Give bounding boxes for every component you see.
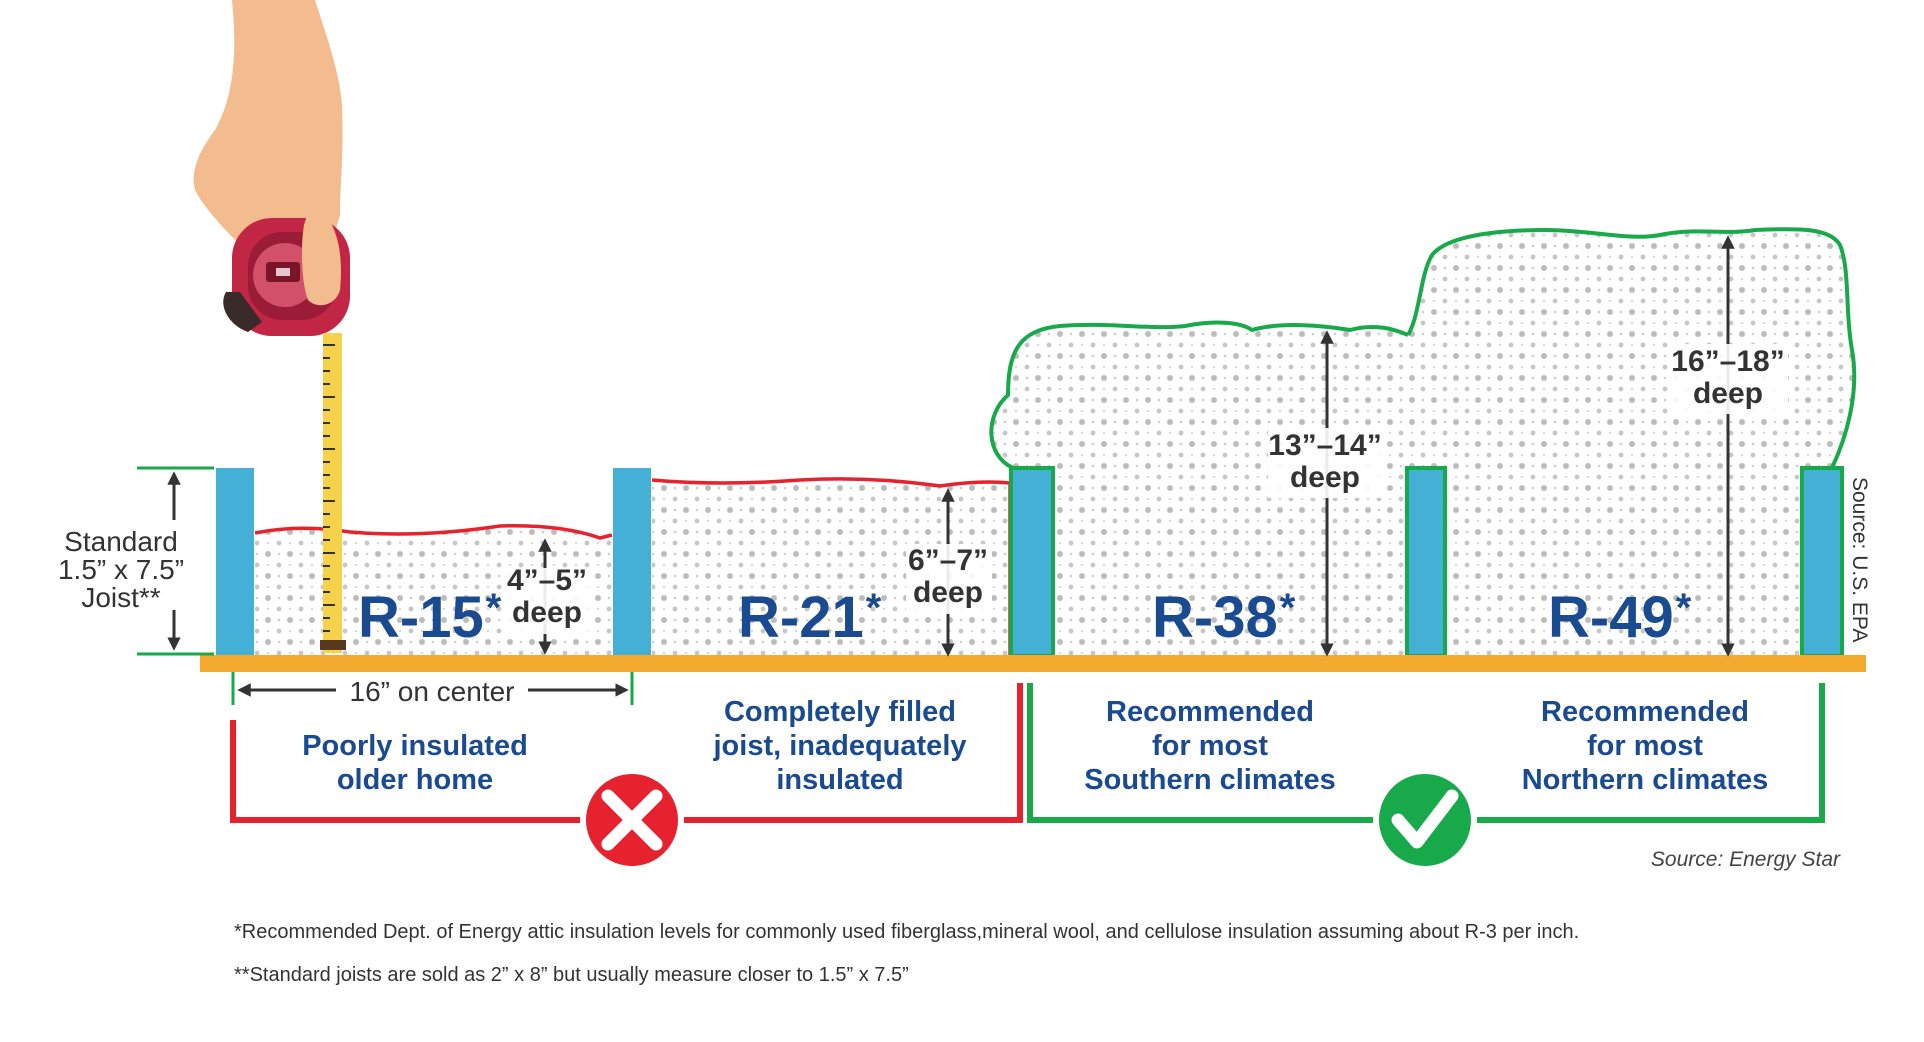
insulation-r49 xyxy=(1406,227,1857,655)
joist-3 xyxy=(1009,466,1055,658)
caption-r15-line-1: Poorly insulated xyxy=(302,730,528,762)
depth-r49-line-2: deep xyxy=(1693,377,1763,410)
joist-5 xyxy=(1800,466,1844,658)
tape-measure-hand-icon xyxy=(193,0,350,653)
insulation-r38-outline xyxy=(989,320,1409,470)
insulation-r21-outline xyxy=(651,477,1012,655)
depth-r21-line-1: 6”–7” xyxy=(908,544,988,577)
depth-r15-line-1: 4”–5” xyxy=(507,564,587,597)
source-epa: Source: U.S. EPA xyxy=(1848,477,1871,642)
insulation-r49-outline xyxy=(1406,227,1857,469)
depth-r49-line-1: 16”–18” xyxy=(1671,345,1784,378)
r-value-r49: R-49* xyxy=(1548,585,1692,650)
depth-r15-line-2: deep xyxy=(512,596,582,629)
insulation-r15-outline xyxy=(254,524,613,540)
on-center-dimension: 16” on center xyxy=(231,672,634,707)
caption-r49-line-1: Recommended xyxy=(1541,696,1749,728)
caption-r49-line-3: Northern climates xyxy=(1522,764,1769,796)
joist-1 xyxy=(216,468,254,656)
footnote-2: **Standard joists are sold as 2” x 8” bu… xyxy=(234,964,909,986)
joist-label-line-3: Joist** xyxy=(81,582,160,613)
joist-2 xyxy=(613,468,651,656)
on-center-label: 16” on center xyxy=(350,676,515,707)
joist-4 xyxy=(1405,466,1447,658)
r-value-r21: R-21* xyxy=(738,585,882,650)
caption-r21-line-3: insulated xyxy=(776,764,903,796)
joists xyxy=(216,466,1844,658)
caption-r49-line-2: for most xyxy=(1587,730,1703,762)
caption-r21-line-2: joist, inadequately xyxy=(713,730,967,762)
joist-dimension: Standard 1.5” x 7.5” Joist** xyxy=(40,466,214,656)
joist-label-line-2: 1.5” x 7.5” xyxy=(58,554,184,585)
source-energy-star: Source: Energy Star xyxy=(1651,848,1841,871)
caption-r38-line-2: for most xyxy=(1152,730,1268,762)
footnote-1: *Recommended Dept. of Energy attic insul… xyxy=(234,921,1579,943)
check-mark-icon xyxy=(1373,768,1477,872)
r-value-r38: R-38* xyxy=(1152,585,1296,650)
caption-r21-line-1: Completely filled xyxy=(724,696,956,728)
depth-r38-line-1: 13”–14” xyxy=(1268,429,1381,462)
caption-r15-line-2: older home xyxy=(337,764,493,796)
ceiling-board xyxy=(200,655,1866,672)
joist-label-line-1: Standard xyxy=(64,526,178,557)
x-mark-icon xyxy=(580,768,684,872)
caption-r38-line-3: Southern climates xyxy=(1084,764,1335,796)
caption-r38-line-1: Recommended xyxy=(1106,696,1314,728)
insulation-r38 xyxy=(989,320,1409,655)
r-value-r15: R-15* xyxy=(358,585,502,650)
depth-r21-line-2: deep xyxy=(913,576,983,609)
depth-r38-line-2: deep xyxy=(1290,461,1360,494)
